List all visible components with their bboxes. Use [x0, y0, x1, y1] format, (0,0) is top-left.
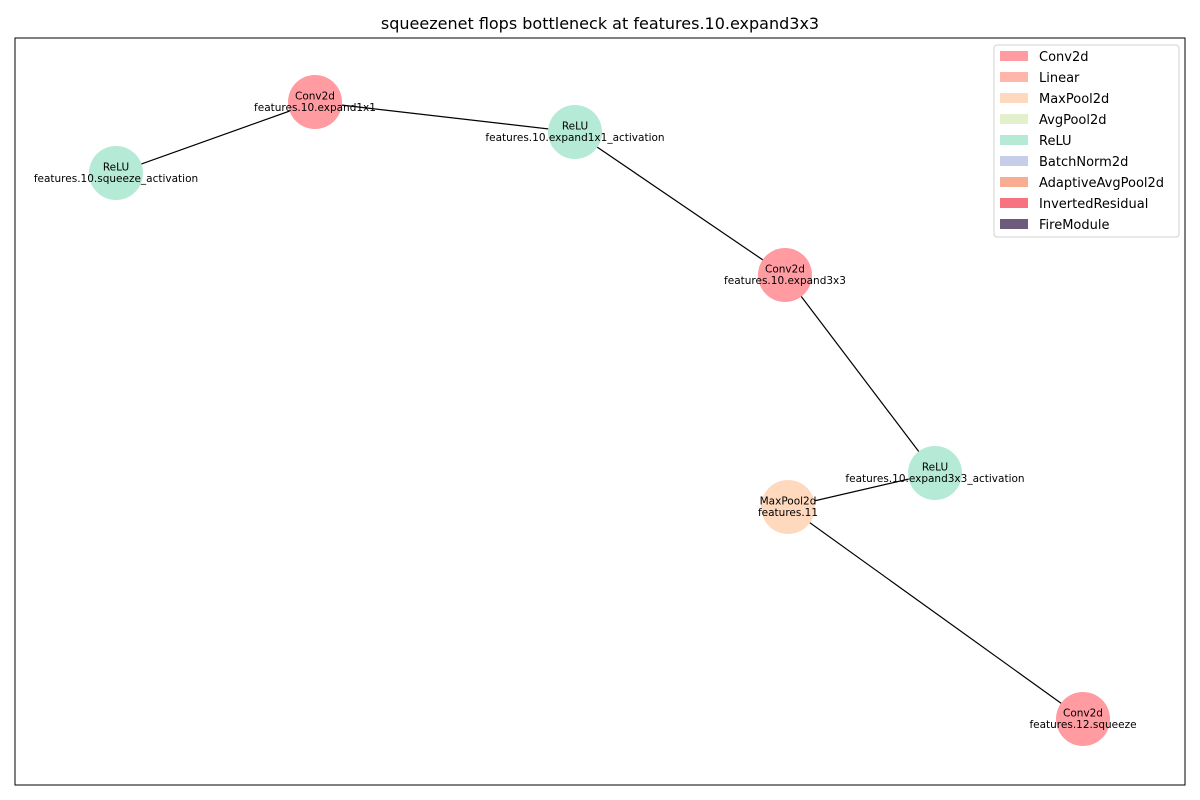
node-type-label: ReLU — [562, 121, 588, 133]
node-name-label: features.11 — [758, 507, 818, 519]
node-type-label: Conv2d — [1063, 708, 1103, 720]
legend-swatch — [1000, 135, 1028, 145]
legend-swatch — [1000, 177, 1028, 187]
edge-n3-n4 — [784, 274, 936, 474]
legend-swatch — [1000, 198, 1028, 208]
node-name-label: features.10.expand1x1_activation — [485, 132, 664, 144]
node-circle — [548, 105, 602, 159]
axes-frame — [14, 37, 1186, 786]
legend-label: BatchNorm2d — [1039, 155, 1128, 170]
figure-title: squeezenet flops bottleneck at features.… — [381, 14, 819, 33]
edges-layer — [115, 101, 1084, 720]
edge-n5-n6 — [787, 506, 1084, 720]
legend-swatch — [1000, 72, 1028, 82]
legend-label: AvgPool2d — [1039, 113, 1107, 128]
node-name-label: features.10.squeeze_activation — [34, 173, 198, 185]
legend-label: FireModule — [1039, 218, 1109, 233]
node-type-label: ReLU — [103, 162, 129, 174]
node-circle — [89, 146, 143, 200]
node-circle — [288, 75, 342, 129]
node-name-label: features.10.expand1x1 — [254, 102, 376, 114]
node-name-label: features.10.expand3x3 — [724, 275, 846, 287]
legend-swatch — [1000, 219, 1028, 229]
node-name-label: features.10.expand3x3_activation — [845, 473, 1024, 485]
node-circle — [908, 446, 962, 500]
edge-n1-n2 — [314, 101, 576, 133]
legend-swatch — [1000, 93, 1028, 103]
legend-label: MaxPool2d — [1039, 92, 1109, 107]
legend-label: Conv2d — [1039, 50, 1089, 65]
legend-swatch — [1000, 156, 1028, 166]
node-circle — [761, 480, 815, 534]
node-type-label: ReLU — [922, 462, 948, 474]
legend-swatch — [1000, 51, 1028, 61]
node-circle — [758, 248, 812, 302]
legend-label: AdaptiveAvgPool2d — [1039, 176, 1164, 191]
legend-label: ReLU — [1039, 134, 1072, 149]
edge-n2-n3 — [574, 131, 786, 276]
node-type-label: MaxPool2d — [760, 496, 817, 508]
node-circle — [1056, 692, 1110, 746]
node-name-label: features.12.squeeze — [1029, 719, 1136, 731]
legend-label: Linear — [1039, 71, 1080, 86]
legend-label: InvertedResidual — [1039, 197, 1148, 212]
node-type-label: Conv2d — [295, 91, 335, 103]
edge-n0-n1 — [115, 101, 316, 174]
node-type-label: Conv2d — [765, 264, 805, 276]
legend-swatch — [1000, 114, 1028, 124]
legend-box — [993, 44, 1180, 238]
nodes-layer: ReLUfeatures.10.squeeze_activationConv2d… — [34, 75, 1137, 746]
